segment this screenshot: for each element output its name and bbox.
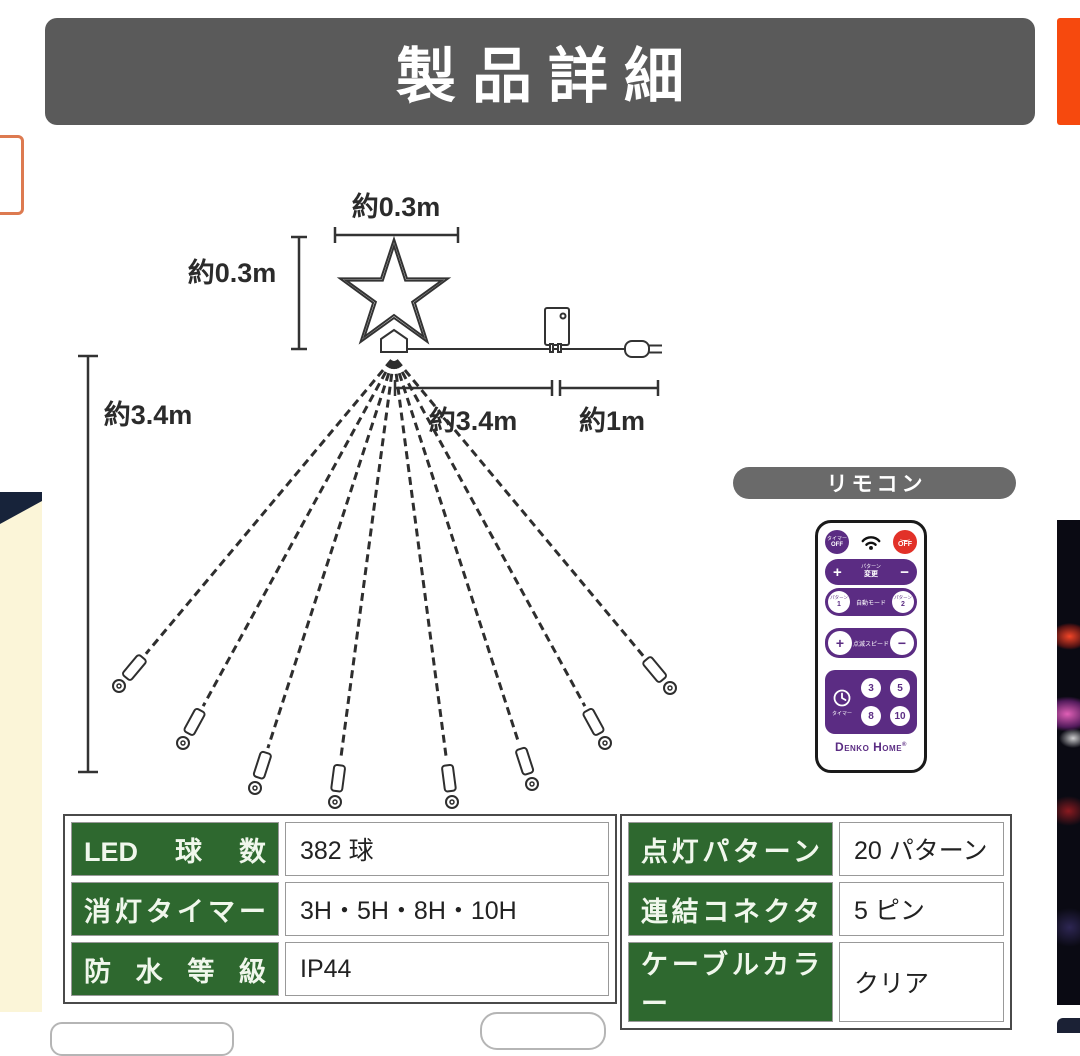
prev-image-sliver[interactable] xyxy=(0,492,42,1012)
next-image-sliver[interactable] xyxy=(1057,520,1080,1005)
timer-5-button: 5 xyxy=(890,678,910,698)
cord-length-label: 約1m xyxy=(579,405,645,436)
spec-label: 連結コネクタ xyxy=(628,882,833,936)
spec-value: 20 パターン xyxy=(839,822,1004,876)
drop-length-label: 約3.4m xyxy=(104,399,193,430)
spec-value: 3H・5H・8H・10H xyxy=(285,882,609,936)
spec-label: ケーブルカラー xyxy=(628,942,833,1022)
wifi-icon xyxy=(861,536,881,550)
star-height-label: 約0.3m xyxy=(188,257,277,288)
remote-control-illustration: タイマー OFF OFF + パターン 変更 − パターン 1 自動モード パタ… xyxy=(815,520,927,773)
dimension-diagram: 約0.3m 約0.3m 約3.4m 約3.4m 約1m xyxy=(78,191,677,809)
remote-pill-label: リモコン xyxy=(826,473,927,496)
spec-value: 382 球 xyxy=(285,822,609,876)
timer-3-button: 3 xyxy=(861,678,881,698)
star-width-label: 約0.3m xyxy=(352,191,441,222)
power-off-button: OFF xyxy=(893,530,917,554)
clock-icon xyxy=(833,689,851,706)
spec-label: 点灯パターン xyxy=(628,822,833,876)
string-length-label: 約3.4m xyxy=(429,405,518,436)
spec-table-right: 点灯パターン 20 パターン 連結コネクタ 5 ピン ケーブルカラー クリア xyxy=(620,814,1012,1030)
product-detail-header: 製品詳細 xyxy=(45,18,1035,125)
timer-off-button: タイマー OFF xyxy=(825,530,849,554)
table-row: ケーブルカラー クリア xyxy=(628,942,1004,1022)
remote-section-pill: リモコン xyxy=(733,467,1016,499)
pattern-change-row: + パターン 変更 − xyxy=(825,559,917,585)
bottom-center-button[interactable] xyxy=(480,1012,606,1050)
spec-table-left: LED球数 382 球 消灯タイマー 3H・5H・8H・10H 防水等級 IP4… xyxy=(63,814,617,1004)
table-row: LED球数 382 球 xyxy=(71,822,609,876)
star-icon xyxy=(336,235,452,353)
left-clipped-badge xyxy=(0,135,24,215)
speed-row: + 点滅スピード − xyxy=(825,628,917,658)
table-row: 連結コネクタ 5 ピン xyxy=(628,882,1004,936)
pattern-select-row: パターン 1 自動モード パターン 2 xyxy=(825,588,917,616)
spec-value: 5 ピン xyxy=(839,882,1004,936)
brand-logo: Denko Home® xyxy=(835,740,907,754)
table-row: 防水等級 IP44 xyxy=(71,942,609,996)
pattern2-button: パターン 2 xyxy=(891,591,914,613)
spec-label: 消灯タイマー xyxy=(71,882,279,936)
prev-image-detail xyxy=(0,492,42,524)
bottom-left-button[interactable] xyxy=(50,1022,234,1056)
speed-minus-button: − xyxy=(889,631,914,655)
timer-8-button: 8 xyxy=(861,706,881,726)
spec-label: LED球数 xyxy=(71,822,279,876)
table-row: 点灯パターン 20 パターン xyxy=(628,822,1004,876)
spec-label: 防水等級 xyxy=(71,942,279,996)
table-row: 消灯タイマー 3H・5H・8H・10H xyxy=(71,882,609,936)
spec-value: クリア xyxy=(839,942,1004,1022)
plug-icon xyxy=(624,340,650,358)
light-strings xyxy=(112,359,677,809)
accent-orange-tab xyxy=(1057,18,1080,125)
timer-row: 3 タイマー 5 8 10 xyxy=(825,670,917,734)
page-title: 製品詳細 xyxy=(396,43,700,110)
power-cord xyxy=(407,307,662,358)
speed-plus-button: + xyxy=(828,631,852,655)
bottom-right-thumbnail[interactable] xyxy=(1057,1018,1080,1033)
pattern1-button: パターン 1 xyxy=(828,591,850,613)
timer-10-button: 10 xyxy=(890,706,910,726)
spec-value: IP44 xyxy=(285,942,609,996)
